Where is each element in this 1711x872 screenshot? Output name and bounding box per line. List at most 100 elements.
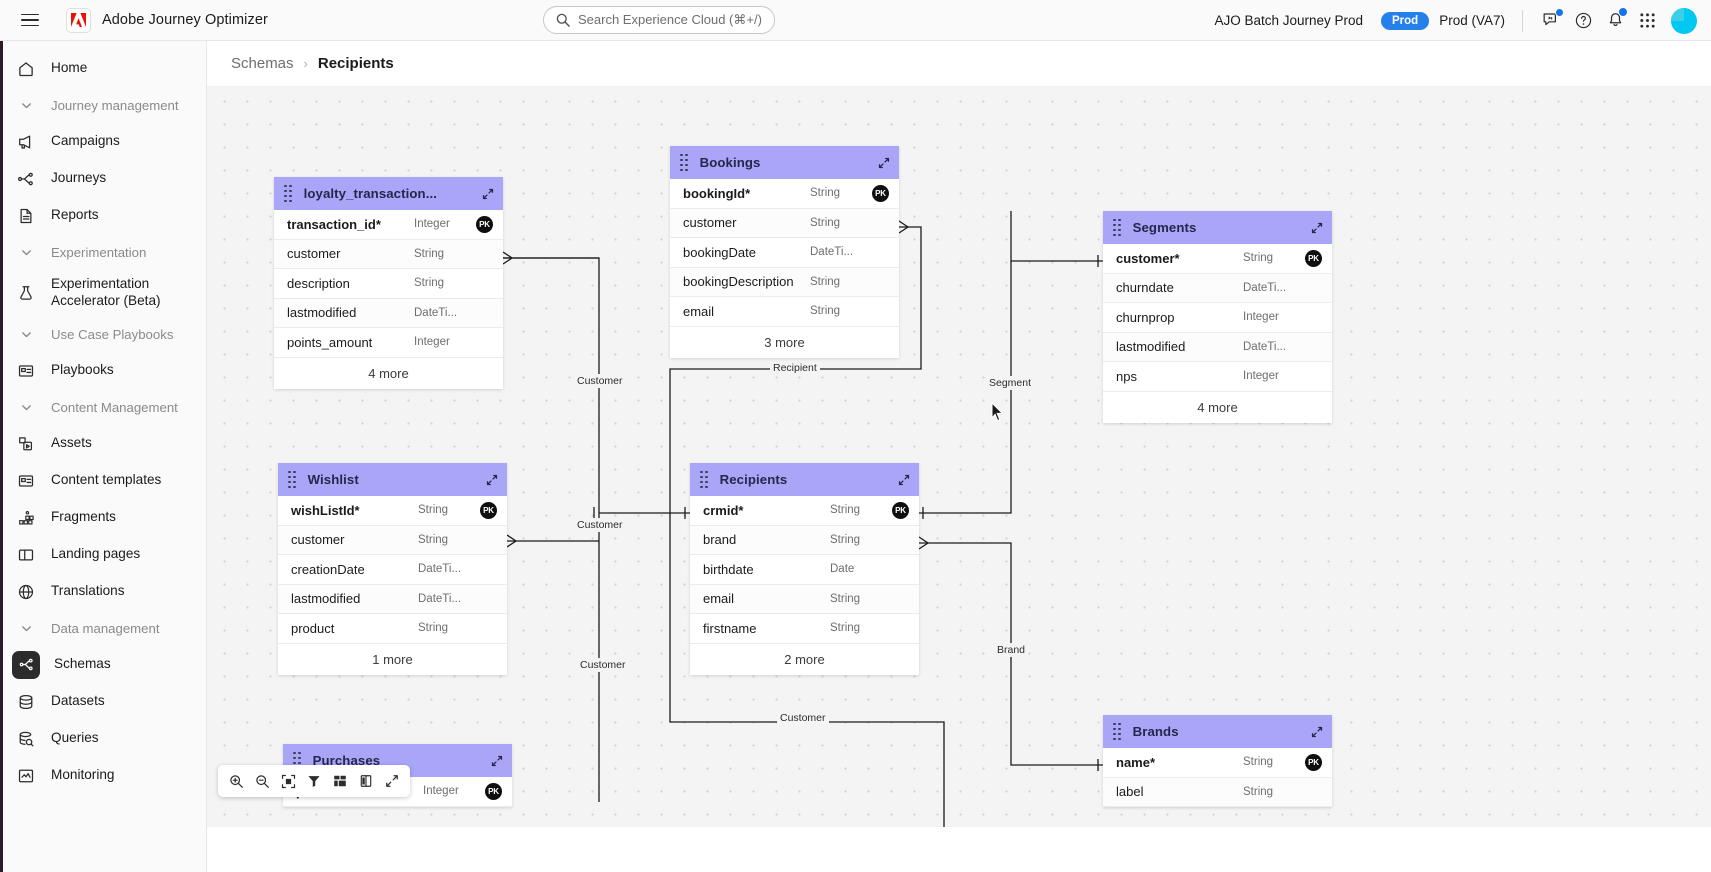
er-table-loyalty-transaction[interactable]: loyalty_transaction... transaction_id*In… [274, 177, 503, 389]
er-field-type: Integer [414, 336, 450, 349]
edge-label: Customer [574, 518, 626, 532]
notifications-icon[interactable] [1599, 5, 1631, 37]
expand-icon[interactable] [1311, 222, 1323, 234]
sidebar-item-playbooks[interactable]: Playbooks [0, 352, 206, 389]
pk-badge: PK [872, 184, 889, 202]
sidebar-item-journeys[interactable]: Journeys [0, 160, 206, 197]
columns-icon[interactable] [354, 769, 378, 793]
drag-handle-icon[interactable] [1113, 218, 1121, 237]
sidebar-item-fragments[interactable]: Fragments [0, 499, 206, 536]
er-table-header[interactable]: Recipients [690, 463, 919, 496]
er-show-more[interactable]: 4 more [1103, 391, 1332, 423]
env-badge[interactable]: Prod [1381, 11, 1430, 30]
sidebar-group-journey-management[interactable]: Journey management [0, 87, 206, 123]
drag-handle-icon[interactable] [284, 184, 292, 203]
zoom-in-icon[interactable] [224, 769, 248, 793]
layout-grid-icon[interactable] [328, 769, 352, 793]
breadcrumb-parent[interactable]: Schemas [231, 55, 294, 72]
expand-icon[interactable] [482, 188, 494, 200]
er-table-header[interactable]: Bookings [670, 146, 899, 179]
er-show-more[interactable]: 2 more [690, 643, 919, 675]
sidebar-group-data-management[interactable]: Data management [0, 610, 206, 646]
er-table-header[interactable]: Segments [1103, 211, 1332, 244]
avatar[interactable] [1671, 7, 1697, 34]
fit-to-screen-icon[interactable] [276, 769, 300, 793]
er-table-header[interactable]: Brands [1103, 715, 1332, 748]
expand-icon[interactable] [878, 157, 890, 169]
er-show-more[interactable]: 3 more [670, 326, 899, 358]
sidebar-item-monitoring[interactable]: Monitoring [0, 757, 206, 794]
pk-badge: PK [480, 501, 497, 519]
sidebar-item-reports[interactable]: Reports [0, 197, 206, 234]
canvas-toolbar[interactable] [218, 765, 410, 797]
sidebar-group-experimentation[interactable]: Experimentation [0, 234, 206, 270]
sidebar-item-datasets[interactable]: Datasets [0, 683, 206, 720]
drag-handle-icon[interactable] [700, 470, 708, 489]
sidebar-item-assets[interactable]: Assets [0, 425, 206, 462]
sidebar-item-home[interactable]: Home [0, 50, 206, 87]
help-icon[interactable] [1567, 5, 1599, 37]
er-table-header[interactable]: Wishlist [278, 463, 507, 496]
sidebar-group-content-management[interactable]: Content Management [0, 389, 206, 425]
expand-icon[interactable] [898, 474, 910, 486]
er-field-name: lastmodified [291, 591, 361, 607]
feedback-icon[interactable] [1535, 5, 1567, 37]
expand-icon[interactable] [380, 769, 404, 793]
sidebar-item-translations[interactable]: Translations [0, 573, 206, 610]
zoom-out-icon[interactable] [250, 769, 274, 793]
expand-icon[interactable] [491, 755, 503, 767]
sidebar-item-queries[interactable]: Queries [0, 720, 206, 757]
filter-icon[interactable] [302, 769, 326, 793]
er-diagram-canvas[interactable]: Customer Recipient Segment Customer Cust… [207, 86, 1711, 827]
sidebar-item-campaigns[interactable]: Campaigns [0, 123, 206, 160]
sidebar-group-use-case-playbooks[interactable]: Use Case Playbooks [0, 316, 206, 352]
drag-handle-icon[interactable] [1113, 722, 1121, 741]
drag-handle-icon[interactable] [288, 470, 296, 489]
expand-icon[interactable] [1311, 726, 1323, 738]
sidebar-item-landing-pages[interactable]: Landing pages [0, 536, 206, 573]
drag-handle-icon[interactable] [680, 153, 688, 172]
er-show-more[interactable]: 4 more [274, 357, 503, 389]
expand-icon[interactable] [486, 474, 498, 486]
er-show-more[interactable]: 1 more [278, 643, 507, 675]
sidebar-item-content-templates[interactable]: Content templates [0, 462, 206, 499]
hamburger-icon[interactable] [13, 3, 47, 37]
sidebar-item-schemas[interactable]: Schemas [0, 646, 206, 683]
sidebar-item-experimentation-accelerator[interactable]: Experimentation Accelerator (Beta) [0, 270, 206, 316]
search-input[interactable]: Search Experience Cloud (⌘+/) [543, 6, 775, 34]
app-grid-icon[interactable] [1631, 5, 1663, 37]
er-table-header[interactable]: loyalty_transaction... [274, 177, 503, 210]
